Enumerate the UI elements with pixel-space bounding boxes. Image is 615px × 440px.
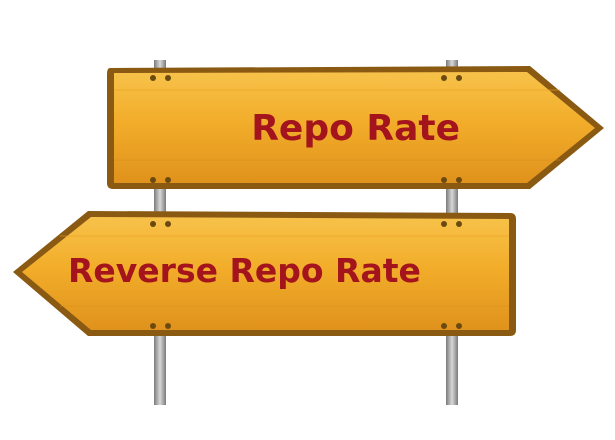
bolt-icon	[456, 221, 462, 227]
bolt-icon	[456, 323, 462, 329]
bolt-icon	[150, 177, 156, 183]
bolt-icon	[165, 177, 171, 183]
bolt-icon	[150, 221, 156, 227]
bolt-icon	[150, 75, 156, 81]
bolt-icon	[165, 75, 171, 81]
bolt-icon	[165, 221, 171, 227]
bolt-icon	[441, 177, 447, 183]
bolt-icon	[165, 323, 171, 329]
bottom-sign-label: Reverse Repo Rate	[68, 251, 421, 290]
bolt-icon	[441, 323, 447, 329]
bolt-icon	[150, 323, 156, 329]
bolt-icon	[456, 75, 462, 81]
bolt-icon	[441, 221, 447, 227]
bottom-sign: Reverse Repo Rate	[13, 211, 516, 336]
top-sign: Repo Rate	[107, 66, 604, 189]
top-sign-label: Repo Rate	[251, 108, 460, 149]
bolt-icon	[441, 75, 447, 81]
bolt-icon	[456, 177, 462, 183]
